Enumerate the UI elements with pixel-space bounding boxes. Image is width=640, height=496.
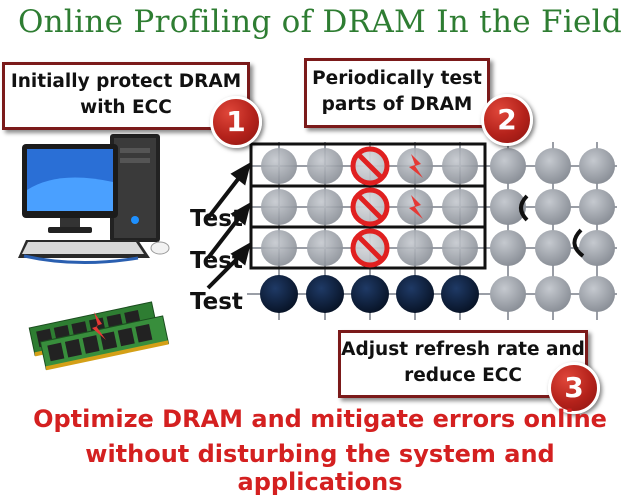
- slide-title: Online Profiling of DRAM In the Field: [17, 4, 623, 40]
- dram-cell-grid: [247, 142, 617, 320]
- test-arrows: [206, 161, 252, 290]
- bottom-message-line1: Optimize DRAM and mitigate errors online: [33, 405, 607, 433]
- step1-callout: Initially protect DRAM with ECC: [2, 62, 250, 130]
- step2-badge: 2: [481, 94, 533, 146]
- step3-line2: reduce ECC: [404, 365, 522, 386]
- step2-callout: Periodically test parts of DRAM: [304, 58, 490, 128]
- step3-line1: Adjust refresh rate and: [341, 339, 585, 360]
- dram-module-icon: [28, 301, 170, 371]
- step1-badge: 1: [210, 96, 262, 148]
- bottom-message-line2: without disturbing the system and applic…: [85, 440, 555, 496]
- step3-callout: Adjust refresh rate and reduce ECC: [338, 330, 588, 398]
- computer-icon: [18, 134, 170, 265]
- step3-badge: 3: [548, 362, 600, 414]
- test-label-2: Test: [190, 248, 243, 274]
- test-label-3: Test: [190, 289, 243, 315]
- step1-line2: with ECC: [80, 97, 172, 118]
- step2-line1: Periodically test: [312, 68, 482, 89]
- test-label-1: Test: [190, 206, 243, 232]
- step2-line2: parts of DRAM: [321, 94, 473, 115]
- step1-line1: Initially protect DRAM: [10, 71, 242, 92]
